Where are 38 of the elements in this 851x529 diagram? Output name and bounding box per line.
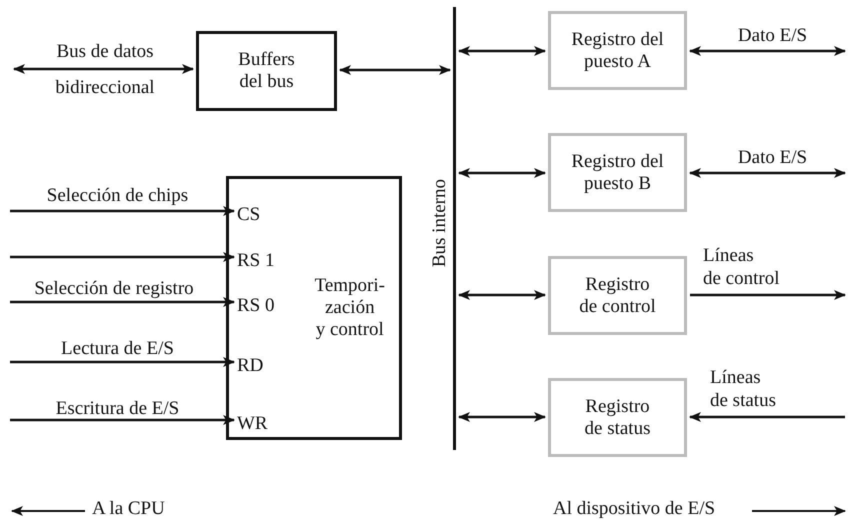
arrow <box>458 46 546 56</box>
edge-label: Selección de registro <box>33 278 195 301</box>
register-box: Registro de status <box>548 378 687 457</box>
edge-label: Líneas de control <box>703 245 781 291</box>
edge-label: Dato E/S <box>736 25 808 48</box>
arrow <box>689 46 846 56</box>
pin-label: RS 0 <box>237 294 277 318</box>
edge-label: Lectura de E/S <box>60 338 175 361</box>
arrow <box>10 206 235 216</box>
arrow <box>10 297 235 307</box>
pin-label: WR <box>237 412 277 436</box>
edge-label: Bus de datos bidireccional <box>54 40 156 100</box>
arrow <box>13 64 194 74</box>
direction-label: A la CPU <box>92 498 165 521</box>
arrow <box>10 252 235 262</box>
block-box: Buffers del bus <box>196 31 337 111</box>
register-box: Registro del puesto B <box>548 133 687 212</box>
edge-label: Selección de chips <box>46 185 190 208</box>
arrow <box>689 168 846 178</box>
arrow <box>10 357 235 367</box>
register-box: Registro de control <box>548 256 687 335</box>
arrow <box>458 290 546 300</box>
edge-label: Dato E/S <box>736 147 808 170</box>
edge-label: Líneas de status <box>710 367 777 413</box>
arrow <box>458 412 546 422</box>
register-box: Registro del puesto A <box>548 11 687 90</box>
pin-label: RS 1 <box>237 249 277 273</box>
pin-label: RD <box>237 354 277 378</box>
edge-label: Escritura de E/S <box>54 398 180 421</box>
block-box: Tempori- zación y control CS RS 1 RS 0 RD WR <box>226 176 402 440</box>
pin-label: CS <box>237 203 277 227</box>
arrow <box>339 65 451 75</box>
direction-label: Al dispositivo de E/S <box>553 498 716 521</box>
bus-label: Bus interno <box>429 179 451 268</box>
arrow <box>458 168 546 178</box>
arrow <box>690 290 846 300</box>
arrow <box>689 412 845 422</box>
arrow <box>10 415 235 425</box>
